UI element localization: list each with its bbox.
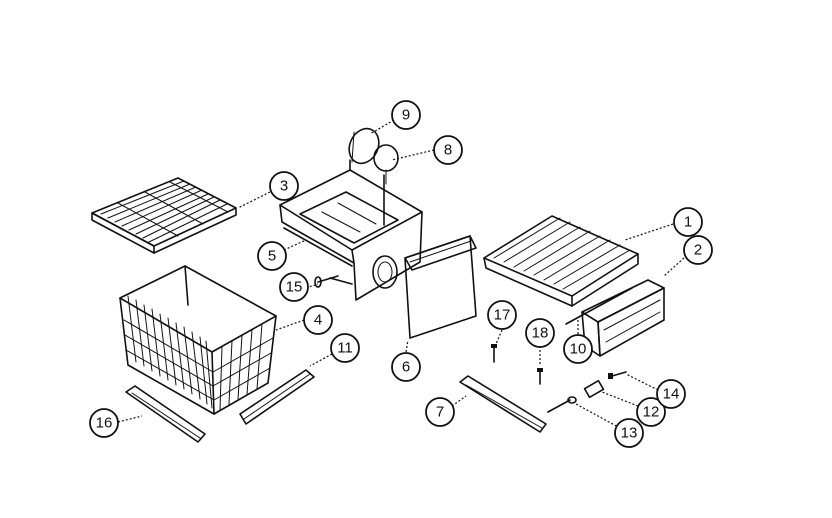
callout-16-label: 16 bbox=[96, 415, 113, 432]
screw-14 bbox=[608, 371, 627, 379]
callout-6-label: 6 bbox=[402, 359, 410, 376]
callout-14-label: 14 bbox=[663, 386, 680, 403]
callout-11-label: 11 bbox=[337, 340, 353, 357]
bolt-15 bbox=[314, 275, 339, 288]
pin-13 bbox=[547, 396, 577, 413]
callout-10: 10 bbox=[563, 334, 593, 364]
rail-16 bbox=[125, 385, 206, 443]
callout-3-label: 3 bbox=[280, 178, 288, 195]
wire-basket bbox=[119, 265, 277, 415]
callout-18-label: 18 bbox=[532, 325, 549, 342]
callout-12: 12 bbox=[636, 397, 666, 427]
wire-shelf-left bbox=[91, 177, 237, 254]
callout-3: 3 bbox=[269, 171, 299, 201]
rail-7 bbox=[459, 375, 547, 433]
callout-9-label: 9 bbox=[402, 107, 410, 124]
leader-lines bbox=[117, 119, 685, 429]
callout-1: 1 bbox=[673, 207, 703, 237]
callout-4: 4 bbox=[303, 305, 333, 335]
rail-11 bbox=[239, 369, 315, 425]
callout-8: 8 bbox=[433, 135, 463, 165]
screw-17 bbox=[491, 344, 497, 363]
callout-18: 18 bbox=[525, 318, 555, 348]
disc-9 bbox=[348, 127, 380, 165]
callout-16: 16 bbox=[89, 408, 119, 438]
callout-17-label: 17 bbox=[494, 307, 511, 324]
callout-11: 11 bbox=[330, 333, 360, 363]
callout-7: 7 bbox=[425, 397, 455, 427]
callout-8-label: 8 bbox=[444, 142, 452, 159]
wire-shelf-right bbox=[483, 215, 639, 307]
callout-17: 17 bbox=[487, 300, 517, 330]
callout-7-label: 7 bbox=[436, 404, 444, 421]
callout-15: 15 bbox=[279, 272, 309, 302]
crisper-frame bbox=[565, 279, 665, 357]
callout-10-label: 10 bbox=[570, 341, 587, 358]
callout-5-label: 5 bbox=[268, 248, 276, 265]
callout-2: 2 bbox=[683, 235, 713, 265]
callout-2-label: 2 bbox=[694, 242, 702, 259]
panel-6 bbox=[404, 235, 477, 339]
roller-12 bbox=[583, 379, 605, 399]
callout-9: 9 bbox=[391, 100, 421, 130]
callout-6: 6 bbox=[391, 352, 421, 382]
callout-4-label: 4 bbox=[314, 312, 322, 329]
callout-12-label: 12 bbox=[643, 404, 660, 421]
callout-14: 14 bbox=[656, 379, 686, 409]
callout-1-label: 1 bbox=[684, 214, 692, 231]
callout-5: 5 bbox=[257, 241, 287, 271]
callout-13: 13 bbox=[614, 418, 644, 448]
center-housing bbox=[279, 159, 423, 301]
callout-15-label: 15 bbox=[286, 279, 303, 296]
screw-18 bbox=[537, 368, 543, 385]
callout-13-label: 13 bbox=[621, 425, 638, 442]
